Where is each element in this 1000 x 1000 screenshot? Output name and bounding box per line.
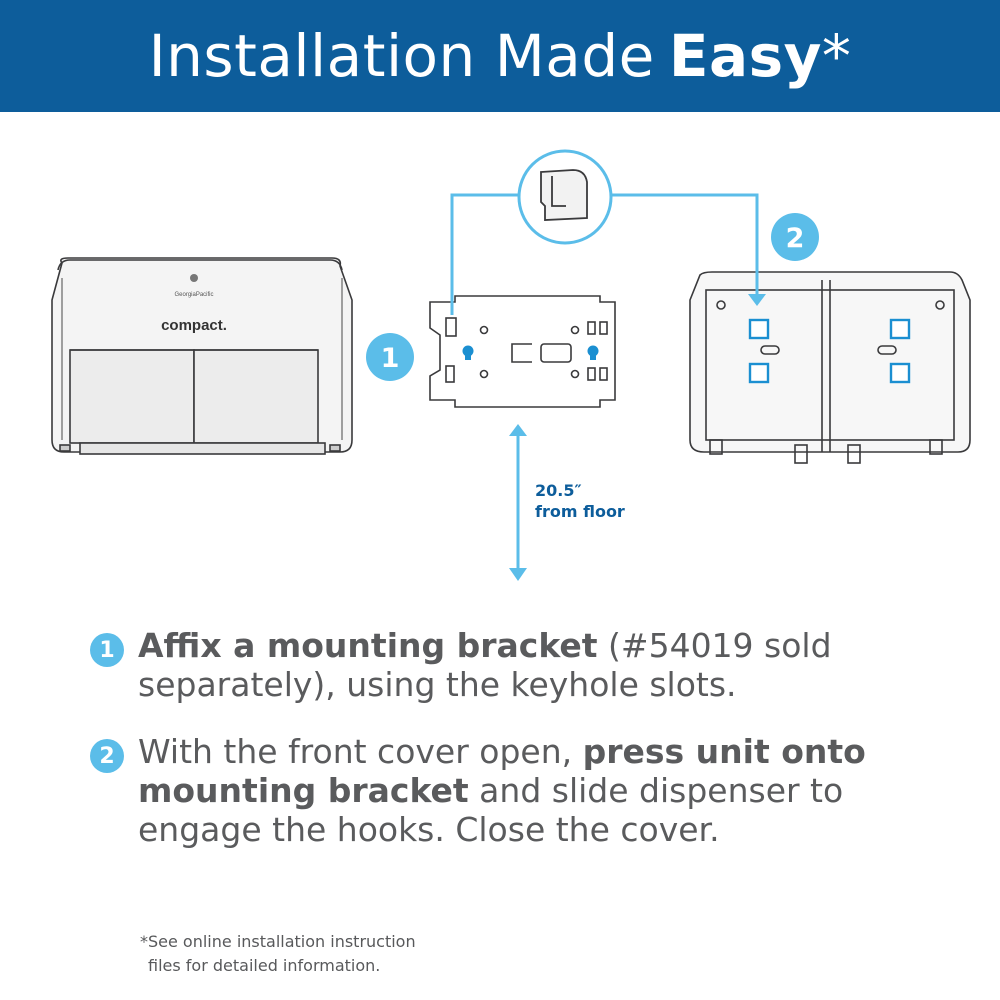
step-1-text: (#54019 sold separately), using the keyh…	[138, 626, 832, 704]
keyhole-slot-marks	[462, 345, 599, 360]
height-reference: from floor	[535, 502, 625, 521]
step-1: 1 Affix a mounting bracket (#54019 sold …	[90, 626, 950, 704]
height-indicator-arrow	[509, 424, 527, 581]
page-title: Installation Made	[148, 22, 655, 90]
height-value: 20.5″	[535, 481, 582, 500]
footnote-line-2: files for detailed information.	[148, 956, 381, 975]
header-banner: Installation Made Easy*	[0, 0, 1000, 112]
footnote-line-1: *See online installation instruction	[140, 932, 416, 951]
footnote: *See online installation instruction fil…	[140, 930, 416, 978]
title-asterisk: *	[821, 22, 852, 90]
hook-detail-callout	[517, 149, 613, 245]
brand-compact-logo: compact.	[161, 317, 227, 334]
step-2-text-before: With the front cover open,	[138, 732, 583, 771]
callout-badge-2: 2	[771, 213, 819, 261]
step-2-text-after: and slide dispenser to engage the hooks.…	[138, 771, 844, 849]
step-2-emphasis: press unit onto mounting bracket	[138, 732, 866, 810]
svg-text:2: 2	[786, 223, 805, 254]
svg-text:1: 1	[381, 343, 400, 374]
installation-diagram: GeorgiaPacific compact.	[51, 149, 971, 581]
hook-detail-connector	[450, 193, 766, 315]
step-1-emphasis: Affix a mounting bracket	[138, 626, 598, 665]
page-title-emphasis: Easy	[668, 22, 822, 90]
step-1-number-badge: 1	[90, 633, 124, 667]
step-2-number-badge: 2	[90, 739, 124, 773]
dispenser-back-illustration	[689, 271, 971, 464]
mounting-bracket-illustration	[429, 295, 616, 408]
hook-slots	[748, 318, 911, 384]
dispenser-front-illustration	[51, 257, 353, 455]
callout-badge-1: 1	[366, 333, 414, 381]
brand-georgia-pacific: GeorgiaPacific	[174, 292, 213, 298]
instruction-steps: 1 Affix a mounting bracket (#54019 sold …	[90, 626, 950, 877]
step-2: 2 With the front cover open, press unit …	[90, 732, 950, 849]
